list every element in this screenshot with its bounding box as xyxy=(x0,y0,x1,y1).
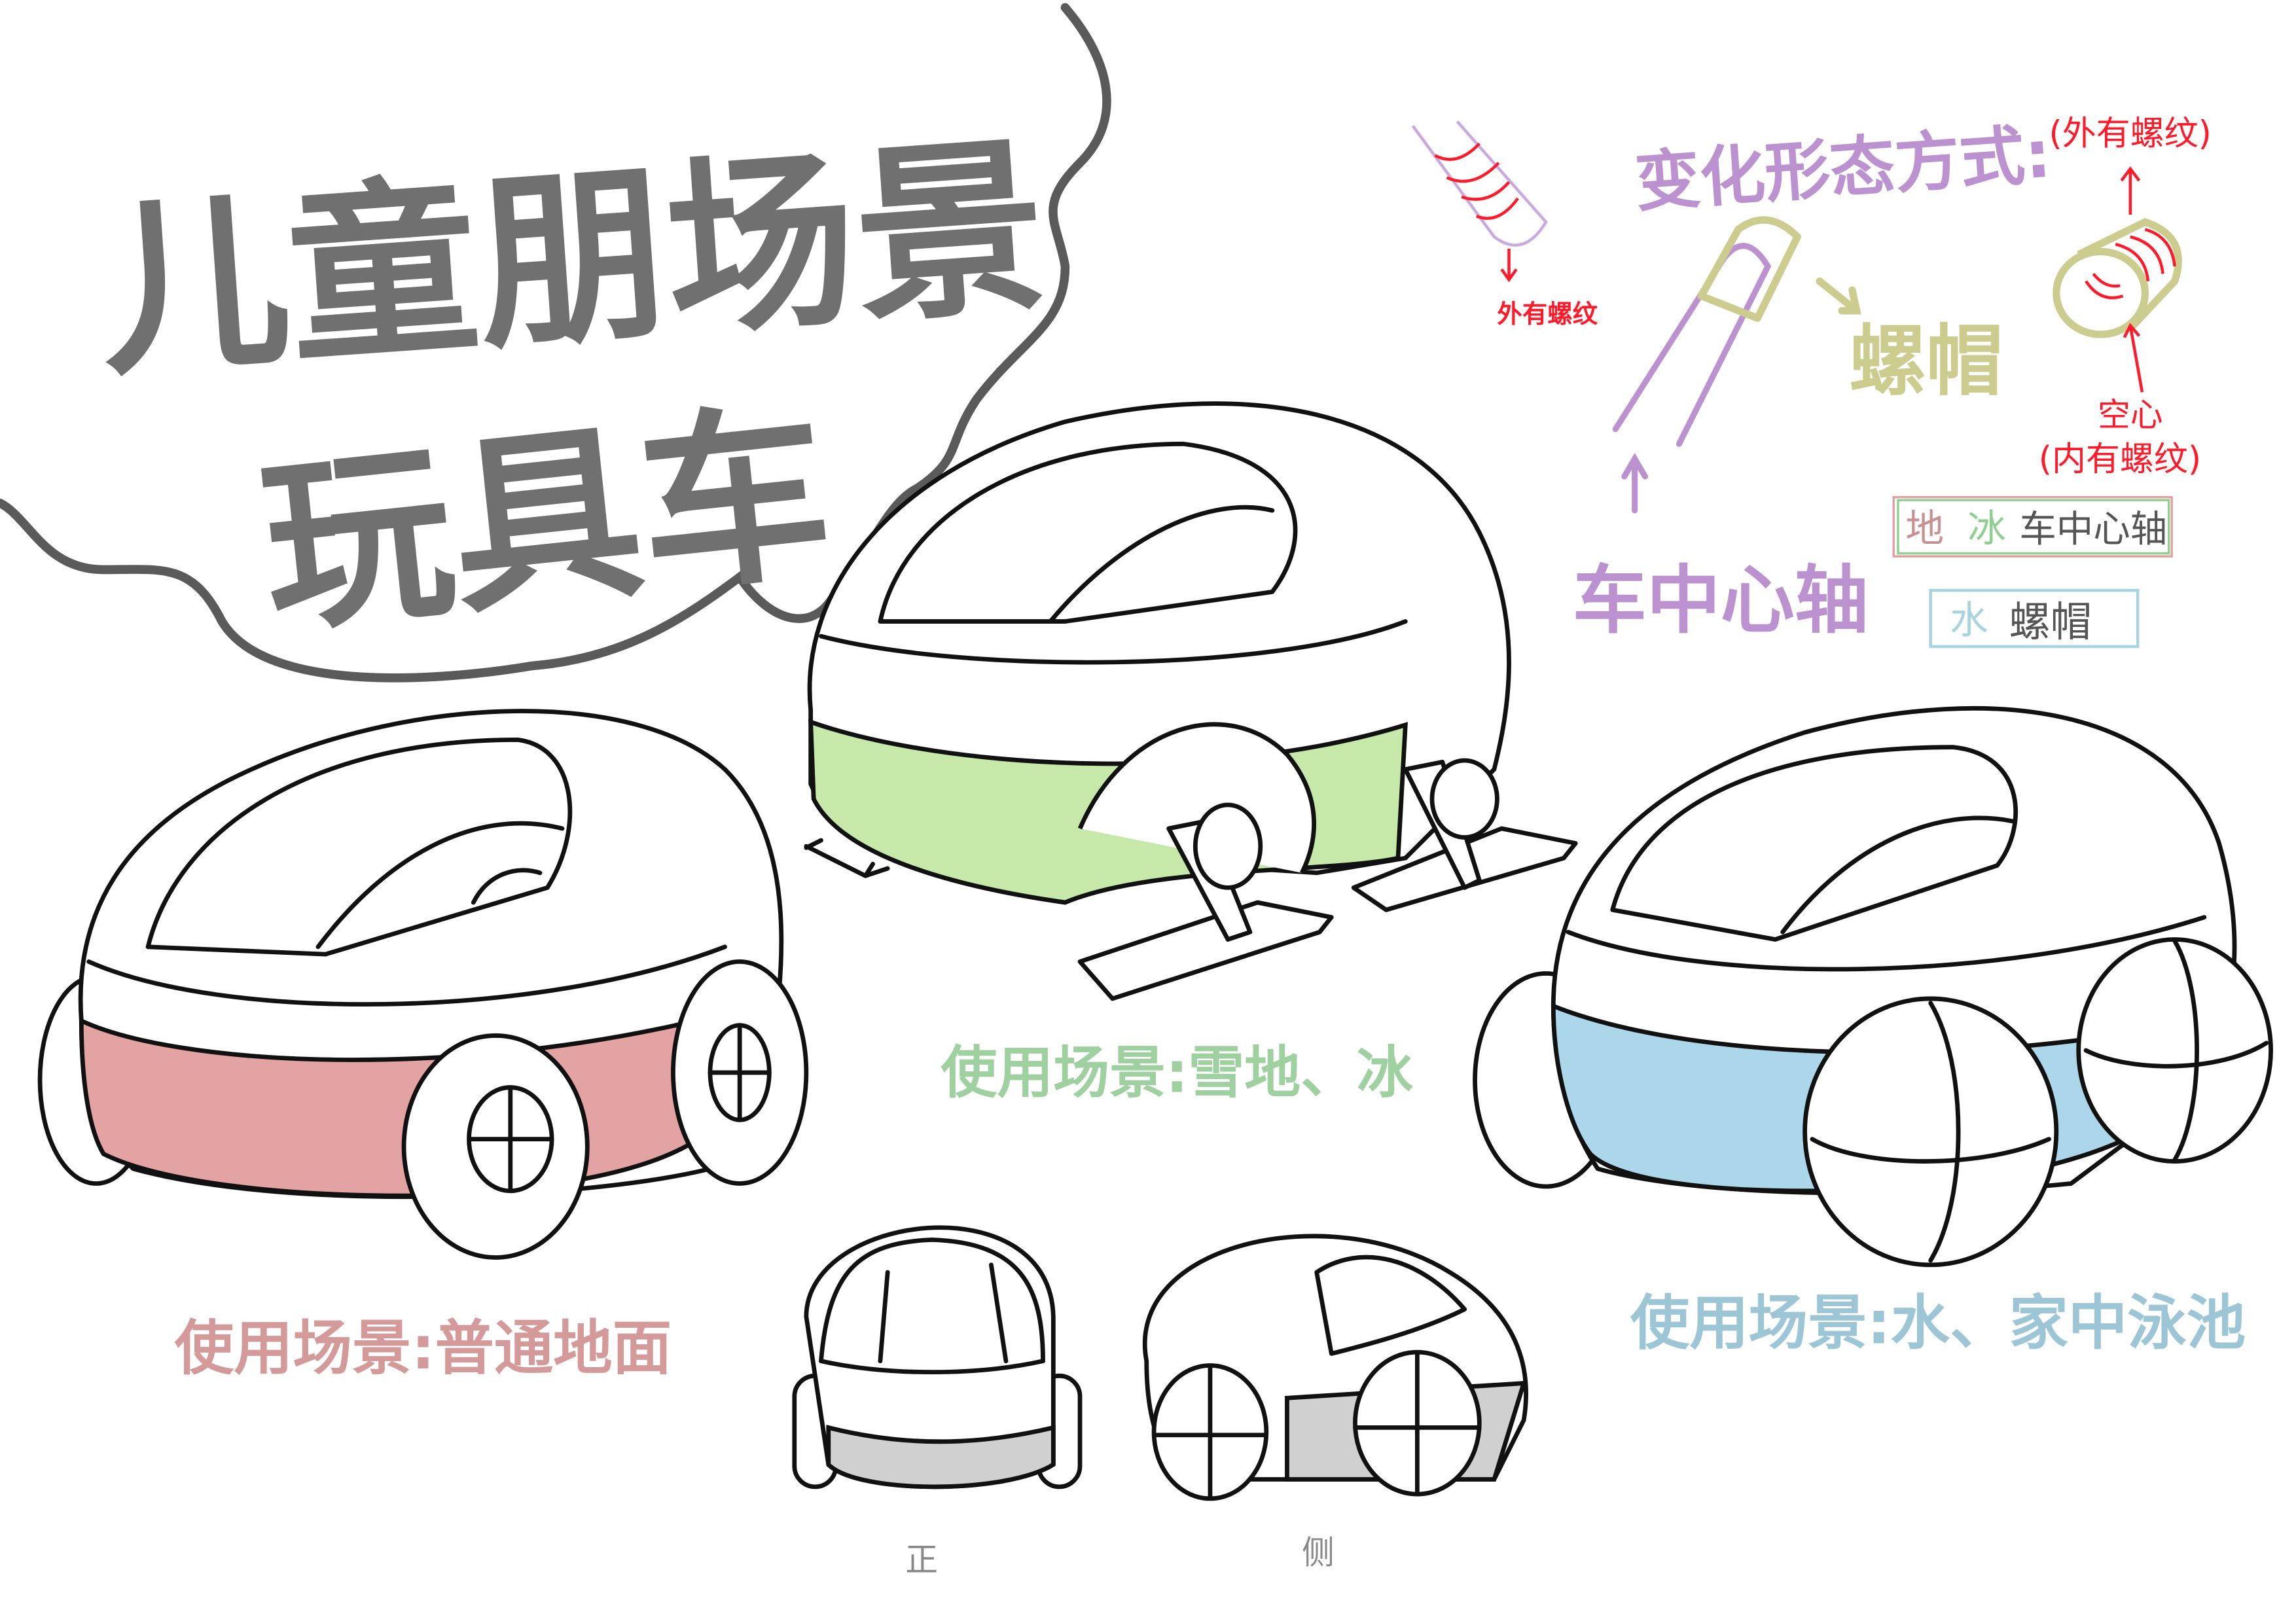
legend-box-ground-ice: 地 冰 车中心轴 xyxy=(1892,495,2173,558)
car-snow-sketch xyxy=(804,401,1578,1001)
legend-axle: 车中心轴 xyxy=(2019,508,2167,550)
side-view-sketch xyxy=(1142,1234,1528,1501)
axle-and-nut-illustration xyxy=(1612,216,1861,514)
legend-water: 水 xyxy=(1950,597,1988,643)
front-view-sketch xyxy=(792,1225,1083,1489)
scene-label-water: 使用场景:水、家中泳池 xyxy=(1630,1289,2246,1358)
nut-label: 螺帽 xyxy=(1849,316,2003,406)
side-view-label: 侧 xyxy=(1302,1533,1335,1571)
speech-bubble xyxy=(0,3,1111,683)
legend-ice: 冰 xyxy=(1967,505,2006,550)
legend-box-water: 水 螺帽 xyxy=(1929,588,2140,649)
front-view-label: 正 xyxy=(905,1541,938,1579)
axle-label: 车中心轴 xyxy=(1573,557,1869,643)
outer-thread-label-top: (外有螺纹) xyxy=(2049,115,2212,154)
scene-label-ground: 使用场景:普通地面 xyxy=(175,1314,672,1383)
title-line-1: 儿童朋场景 xyxy=(92,117,1052,403)
hollow-label: 空心 xyxy=(2098,396,2162,434)
car-water-sketch xyxy=(1473,705,2273,1268)
transform-heading: 变化形态方式: xyxy=(1632,117,2053,221)
title-line-2: 玩具车 xyxy=(252,382,840,660)
car-ground-sketch xyxy=(37,709,809,1260)
legend-nut: 螺帽 xyxy=(2009,597,2092,646)
outer-thread-label-left: 外有螺纹 xyxy=(1497,300,1598,329)
legend-ground: 地 xyxy=(1905,505,1944,550)
scene-label-snow: 使用场景:雪地、冰 xyxy=(941,1040,1414,1105)
hollow-nut-illustration xyxy=(2053,166,2182,393)
threaded-rod-illustration xyxy=(1411,120,1548,283)
inner-thread-label: (内有螺纹) xyxy=(2039,440,2201,479)
